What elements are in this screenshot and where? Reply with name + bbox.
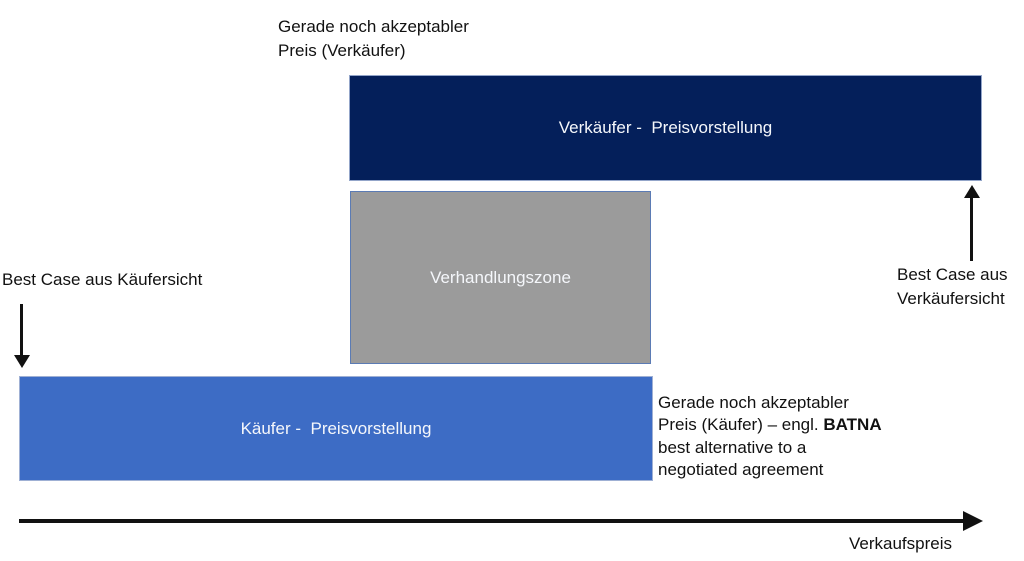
buyer-price-bar-label: Käufer - Preisvorstellung xyxy=(240,418,432,438)
buyer-limit-batna-annotation: Gerade noch akzeptabler Preis (Käufer) –… xyxy=(658,392,882,482)
down-arrow-head-icon xyxy=(13,355,30,368)
buyer-limit-line2-prefix: Preis (Käufer) – engl. xyxy=(658,415,824,435)
seller-best-case-annotation: Best Case aus Verkäufersicht xyxy=(897,263,1008,311)
up-arrow-head-icon xyxy=(963,185,980,198)
price-axis-label: Verkaufspreis xyxy=(849,532,952,556)
seller-price-bar-label: Verkäufer - Preisvorstellung xyxy=(558,118,773,137)
negotiation-zone-label: Verhandlungszone xyxy=(430,267,571,287)
seller-price-bar: Verkäufer - Preisvorstellung xyxy=(349,75,982,181)
seller-limit-annotation: Gerade noch akzeptabler Preis (Verkäufer… xyxy=(278,15,469,63)
buyer-limit-line2: Preis (Käufer) – engl. BATNA xyxy=(658,414,882,436)
negotiation-zone-box: Verhandlungszone xyxy=(350,191,651,364)
up-arrow-icon xyxy=(970,196,973,261)
buyer-best-case-text: Best Case aus Käufersicht xyxy=(2,270,203,289)
buyer-limit-line4: negotiated agreement xyxy=(658,460,824,480)
seller-best-case-line1: Best Case aus xyxy=(897,265,1008,284)
down-arrow-icon xyxy=(20,304,23,357)
seller-limit-line1: Gerade noch akzeptabler xyxy=(278,17,469,36)
buyer-limit-line3: best alternative to a xyxy=(658,437,807,457)
buyer-best-case-annotation: Best Case aus Käufersicht xyxy=(2,268,202,292)
buyer-price-bar: Käufer - Preisvorstellung xyxy=(19,376,653,481)
batna-term: BATNA xyxy=(823,415,882,435)
axis-label-text: Verkaufspreis xyxy=(849,534,952,553)
seller-limit-line2: Preis (Verkäufer) xyxy=(278,41,406,60)
price-axis-line xyxy=(19,519,965,523)
seller-best-case-line2: Verkäufersicht xyxy=(897,289,1005,308)
price-axis-arrow-icon xyxy=(963,511,983,531)
buyer-limit-line1: Gerade noch akzeptabler xyxy=(658,393,849,412)
